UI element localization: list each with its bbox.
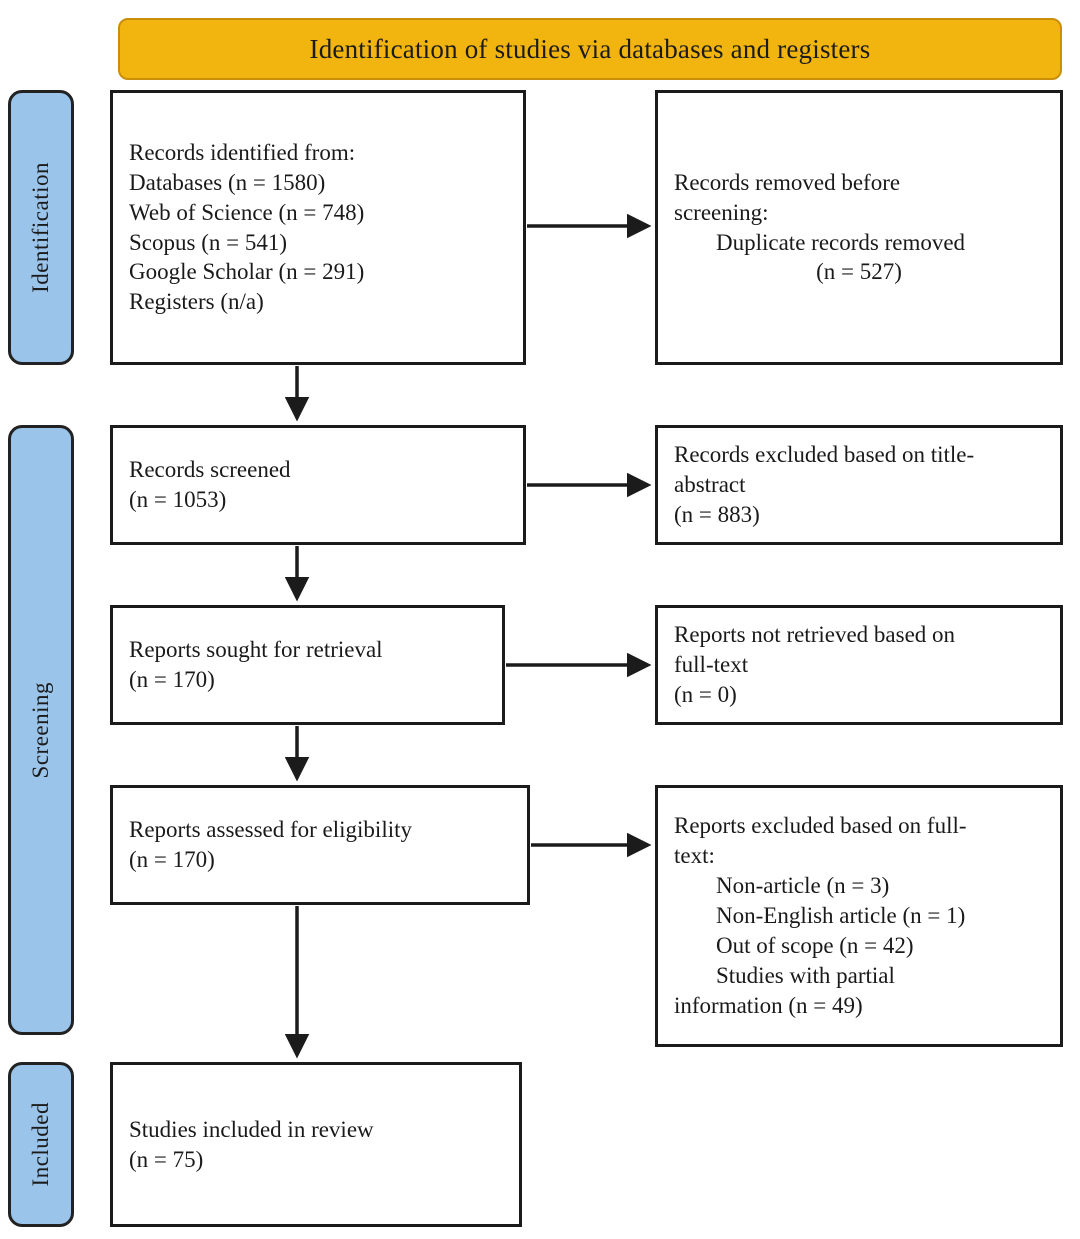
reports-excluded-out-of-scope: Out of scope (n = 42) — [716, 932, 914, 958]
diagram-title: Identification of studies via databases … — [309, 33, 871, 64]
stage-bar-included: Included — [8, 1062, 74, 1227]
stage-bar-identification: Identification — [8, 90, 74, 365]
box-studies-included: Studies included in review (n = 75) — [110, 1062, 522, 1227]
box-reports-excluded-full-text: Reports excluded based on full- text: No… — [655, 785, 1063, 1047]
studies-included-label: Studies included in review — [129, 1116, 374, 1142]
reports-sought-count: (n = 170) — [129, 667, 215, 692]
records-excluded-title-line2: abstract — [674, 472, 746, 498]
reports-sought-label: Reports sought for retrieval — [129, 637, 383, 663]
reports-excluded-full-line2: text: — [674, 843, 715, 869]
records-identified-registers: Registers (n/a) — [129, 289, 264, 315]
reports-excluded-non-english: Non-English article (n = 1) — [716, 903, 966, 929]
reports-not-retrieved-line1: Reports not retrieved based on — [674, 622, 956, 648]
records-excluded-title-count: (n = 883) — [674, 501, 760, 527]
reports-excluded-non-article: Non-article (n = 3) — [716, 873, 890, 899]
records-identified-web-of-science: Web of Science (n = 748) — [129, 199, 365, 225]
duplicate-records-removed-count: (n = 527) — [816, 259, 902, 285]
stage-label-included: Included — [28, 1102, 53, 1187]
reports-not-retrieved-line2: full-text — [674, 652, 749, 678]
reports-excluded-full-line1: Reports excluded based on full- — [674, 813, 967, 839]
box-records-screened: Records screened (n = 1053) — [110, 425, 526, 545]
box-records-removed: Records removed before screening: Duplic… — [655, 90, 1063, 365]
reports-assessed-count: (n = 170) — [129, 847, 215, 872]
box-reports-not-retrieved: Reports not retrieved based on full-text… — [655, 605, 1063, 725]
box-reports-sought: Reports sought for retrieval (n = 170) — [110, 605, 505, 725]
box-records-identified: Records identified from: Databases (n = … — [110, 90, 526, 365]
reports-not-retrieved-count: (n = 0) — [674, 681, 737, 707]
records-excluded-title-line1: Records excluded based on title- — [674, 442, 975, 468]
records-identified-databases: Databases (n = 1580) — [129, 169, 326, 195]
stage-bar-screening: Screening — [8, 425, 74, 1035]
box-records-excluded-title-abstract: Records excluded based on title- abstrac… — [655, 425, 1063, 545]
records-identified-google-scholar: Google Scholar (n = 291) — [129, 259, 365, 285]
records-screened-count: (n = 1053) — [129, 487, 227, 512]
records-identified-heading: Records identified from: — [129, 139, 356, 165]
records-removed-line1: Records removed before — [674, 169, 901, 195]
reports-excluded-partial-line1: Studies with partial — [716, 962, 895, 988]
records-identified-scopus: Scopus (n = 541) — [129, 229, 287, 255]
records-removed-line2: screening: — [674, 199, 769, 225]
box-reports-assessed: Reports assessed for eligibility (n = 17… — [110, 785, 530, 905]
reports-excluded-partial-line2: information (n = 49) — [674, 992, 863, 1018]
duplicate-records-removed-label: Duplicate records removed — [716, 229, 966, 255]
records-screened-label: Records screened — [129, 457, 291, 483]
reports-assessed-label: Reports assessed for eligibility — [129, 817, 412, 843]
studies-included-count: (n = 75) — [129, 1146, 204, 1172]
diagram-header-banner: Identification of studies via databases … — [118, 18, 1062, 80]
stage-label-screening: Screening — [28, 681, 53, 779]
stage-label-identification: Identification — [28, 162, 53, 293]
